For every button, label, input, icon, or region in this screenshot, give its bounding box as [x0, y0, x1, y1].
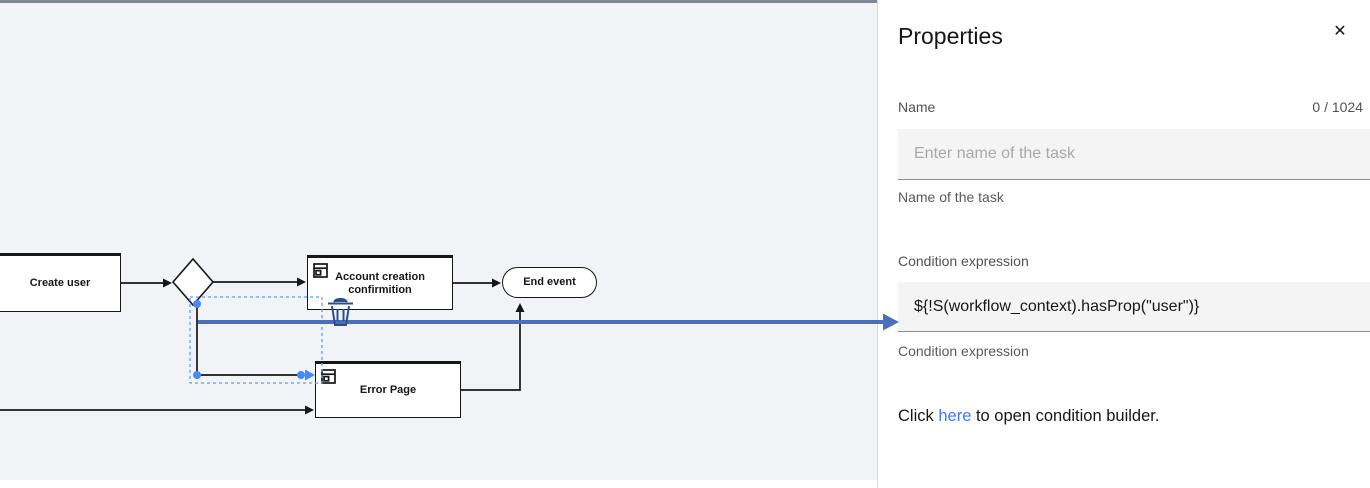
node-create-user[interactable]: Create user — [0, 253, 121, 312]
top-border-canvas — [0, 0, 877, 3]
condition-expression-input[interactable] — [898, 282, 1370, 332]
condition-field-label: Condition expression — [898, 253, 1029, 269]
node-label: Account creation confirmition — [335, 270, 425, 296]
page-layout-icon — [313, 263, 328, 278]
node-label: Error Page — [359, 384, 417, 396]
name-field-label: Name — [898, 99, 936, 115]
condition-builder-hint: Click here to open condition builder. — [898, 407, 1159, 426]
close-icon[interactable]: ✕ — [1330, 22, 1350, 42]
gateway-x-symbol: X — [185, 267, 202, 294]
condition-helper-text: Condition expression — [898, 343, 1029, 359]
hint-prefix: Click — [898, 407, 939, 425]
name-helper-text: Name of the task — [898, 189, 1004, 205]
node-error-page[interactable]: Error Page — [315, 361, 461, 418]
condition-builder-link[interactable]: here — [938, 407, 972, 425]
page-layout-icon — [321, 369, 336, 384]
node-end-event[interactable]: End event — [502, 267, 597, 298]
panel-title: Properties — [898, 23, 1003, 49]
hint-suffix: to open condition builder. — [971, 407, 1160, 425]
properties-panel: Properties ✕ Name 0 / 1024 Name of the t… — [877, 0, 1370, 488]
name-char-counter: 0 / 1024 — [1312, 99, 1363, 115]
name-input[interactable] — [898, 129, 1370, 180]
node-account-creation-confirmition[interactable]: Account creation confirmition — [307, 255, 453, 310]
node-label: End event — [523, 276, 576, 288]
node-label: Create user — [29, 277, 91, 289]
